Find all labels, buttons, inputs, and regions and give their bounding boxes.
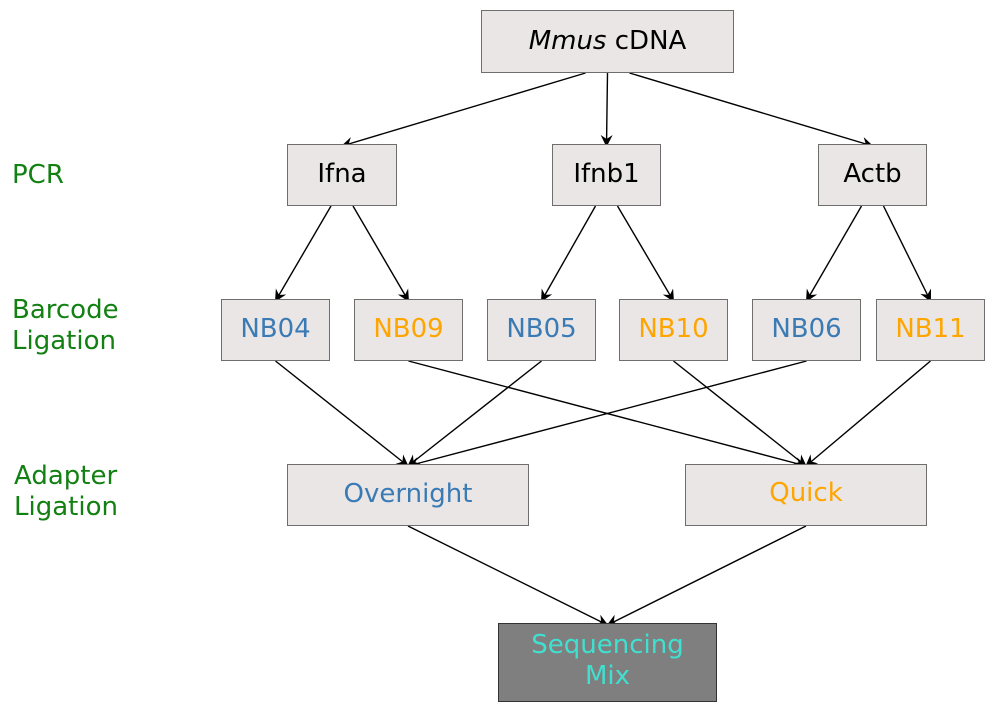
node-nb04-label: NB04 [240, 314, 311, 345]
node-sequencing-mix: Sequencing Mix [498, 623, 717, 702]
edge-nb11-to-quick [805, 360, 931, 467]
node-nb09-label: NB09 [373, 314, 444, 345]
node-nb05: NB05 [487, 299, 596, 361]
edge-root-to-actb [629, 72, 874, 149]
edge-quick-to-seqmix [606, 525, 807, 626]
edge-root-to-ifna [341, 72, 586, 149]
node-actb-label: Actb [843, 159, 902, 190]
edge-ifnb1-to-nb05 [540, 205, 597, 302]
node-nb10-label: NB10 [638, 314, 709, 345]
node-nb11: NB11 [876, 299, 985, 361]
node-ifna-label: Ifna [317, 159, 367, 190]
node-root-rest: cDNA [606, 25, 687, 56]
node-nb06: NB06 [752, 299, 861, 361]
edge-nb05-to-overnight [407, 360, 542, 467]
edge-overnight-to-seqmix [407, 525, 609, 626]
edge-nb10-to-quick [673, 360, 807, 467]
node-seqmix-label: Sequencing Mix [531, 630, 684, 691]
node-nb05-label: NB05 [506, 314, 577, 345]
node-nb09: NB09 [354, 299, 463, 361]
edge-ifna-to-nb04 [274, 205, 332, 302]
edge-actb-to-nb11 [882, 205, 932, 302]
node-actb: Actb [818, 144, 927, 206]
stage-label-adapter-ligation: Adapter Ligation [14, 461, 118, 522]
edge-nb04-to-overnight [275, 360, 409, 467]
node-ifnb1-label: Ifnb1 [573, 159, 640, 190]
node-nb06-label: NB06 [771, 314, 842, 345]
stage-label-pcr: PCR [12, 160, 64, 190]
edge-ifnb1-to-nb10 [616, 205, 675, 302]
edge-actb-to-nb06 [805, 205, 863, 302]
node-ifna: Ifna [287, 144, 397, 206]
node-ifnb1: Ifnb1 [552, 144, 661, 206]
node-quick-label: Quick [769, 478, 843, 508]
edge-nb09-to-quick [408, 360, 807, 469]
node-mmus-cdna: Mmus cDNA [481, 10, 734, 73]
node-overnight-label: Overnight [343, 479, 473, 510]
node-root-italic: Mmus [528, 25, 607, 56]
node-quick: Quick [685, 464, 927, 526]
node-nb04: NB04 [221, 299, 330, 361]
node-overnight: Overnight [287, 464, 529, 526]
edge-root-to-ifnb1 [600, 72, 613, 147]
stage-label-barcode-ligation: Barcode Ligation [12, 295, 119, 356]
edge-ifna-to-nb09 [352, 205, 410, 302]
node-nb10: NB10 [619, 299, 728, 361]
node-nb11-label: NB11 [895, 314, 966, 345]
